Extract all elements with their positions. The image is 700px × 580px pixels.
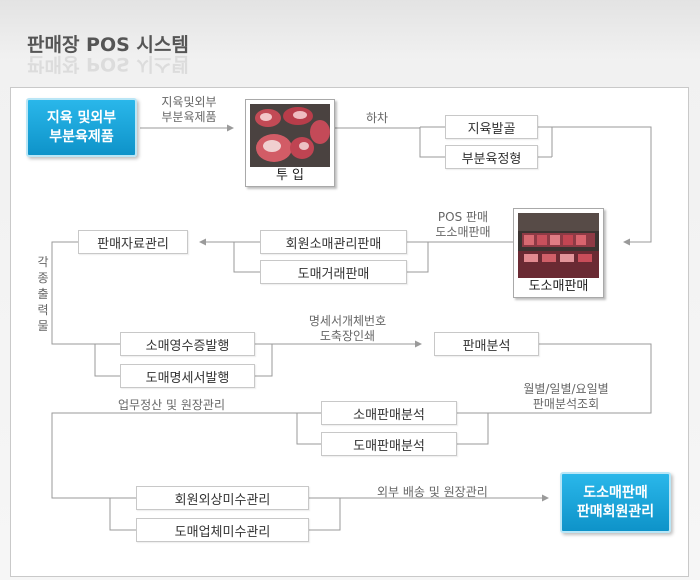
box-retail-receipt: 소매영수증발행 [120,332,255,356]
box-sales-data-mgmt: 판매자료관리 [78,230,188,254]
period-analysis-label: 월별/일별/요일별 판매분석조회 [516,382,616,412]
box-wholesale-statement: 도매명세서발행 [120,364,255,388]
box-retail-sales-analysis: 소매판매분석 [321,401,457,425]
photo-sale: 도소매판매 [513,208,604,298]
meat-counter-image [518,213,599,278]
end-node-line2: 판매회원관리 [576,503,655,520]
page-title: 판매장 POS 시스템 [27,34,189,56]
start-node-line2: 부분육제품 [49,128,114,145]
photo-input-caption: 투 입 [275,168,305,183]
reports-vertical-label: 각종출력물 [37,255,49,333]
box-wholesale-trade: 도매거래판매 [260,260,407,284]
statement-print-label-line2: 도축장인쇄 [319,329,376,343]
photo-input: 투 입 [245,99,335,187]
unload-label: 하차 [366,111,389,125]
pos-sale-label-line2: 도소매판매 [435,225,491,239]
start-node-meat-products: 지육 및외부 부분육제품 [26,98,137,157]
start-node-line1: 지육 및외부 [46,109,117,126]
box-wholesale-sales-analysis: 도매판매분석 [321,432,457,456]
period-analysis-label-line2: 판매분석조회 [532,397,600,411]
pos-sale-label: POS 판매 도소매판매 [428,210,498,240]
box-jiyuk-balgol: 지육발골 [445,115,538,139]
statement-print-label-line1: 명세서개체번호 [308,314,387,328]
input-arrow-label-line1: 지육및외부 [161,95,217,109]
box-member-retail-sale: 회원소매관리판매 [260,230,407,254]
statement-print-label: 명세서개체번호 도축장인쇄 [300,314,395,344]
pos-sale-label-line1: POS 판매 [437,210,489,224]
input-arrow-label: 지육및외부 부분육제품 [150,95,228,125]
settlement-label: 업무정산 및 원장관리 [118,398,225,412]
box-bubun-jeonghyeong: 부분육정형 [445,145,538,169]
box-member-credit-mgmt: 회원외상미수관리 [136,486,309,510]
photo-sale-caption: 도소매판매 [528,279,589,294]
box-wholesale-company-credit: 도매업체미수관리 [136,518,309,542]
delivery-label: 외부 배송 및 원장관리 [377,485,488,499]
period-analysis-label-line1: 월별/일별/요일별 [523,382,609,396]
end-node-sales-member-mgmt: 도소매판매 판매회원관리 [560,472,671,533]
meat-cuts-image [250,104,330,167]
box-sales-analysis: 판매분석 [434,332,539,356]
end-node-line1: 도소매판매 [583,484,648,501]
input-arrow-label-line2: 부분육제품 [161,110,217,124]
